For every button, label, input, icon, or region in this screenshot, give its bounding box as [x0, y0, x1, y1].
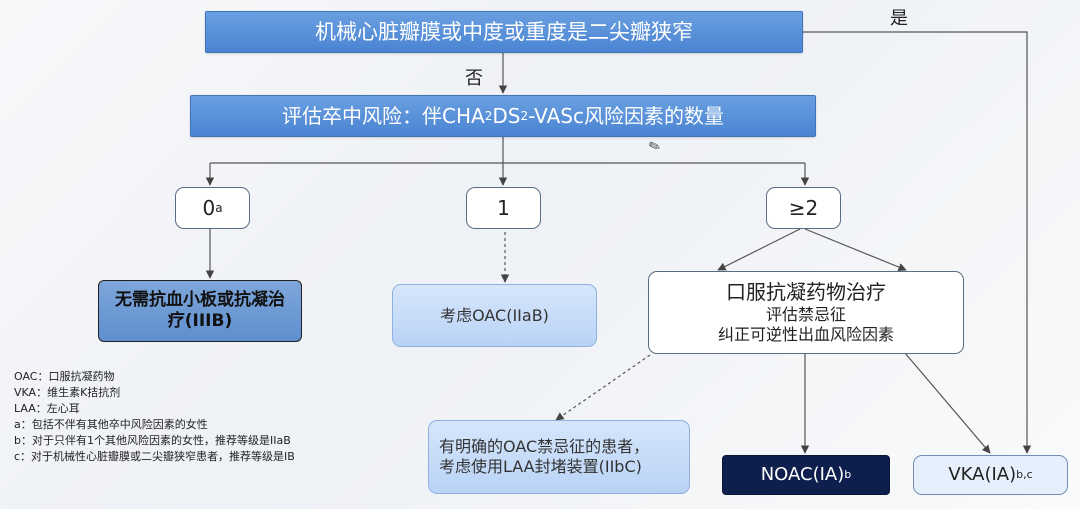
laa-line1: 有明确的OAC禁忌征的患者，	[439, 437, 650, 456]
note-oac: OAC：口服抗凝药物	[14, 370, 115, 383]
assess-sub2: 2	[520, 108, 529, 123]
note-laa: LAA：左心耳	[14, 402, 80, 415]
consider-oac-box: 考虑OAC(IIaB)	[392, 284, 597, 347]
no-therapy-box: 无需抗血小板或抗凝治疗(IIIB)	[98, 280, 302, 342]
assess-prefix: 评估卒中风险：伴CHA	[282, 103, 485, 128]
score-0-sup: a	[215, 200, 223, 215]
score-2-box: ≥2	[766, 187, 841, 229]
oral-anticoag-line1: 评估禁忌征	[765, 305, 846, 324]
oral-anticoag-title: 口服抗凝药物治疗	[726, 280, 886, 304]
vka-sup: b,c	[1016, 468, 1033, 482]
noac-text: NOAC(IA)	[760, 463, 845, 485]
arrow-yes-to-vka	[803, 31, 1032, 454]
note-vka: VKA：维生素K拮抗剂	[14, 386, 121, 399]
oral-anticoag-line2: 纠正可逆性出血风险因素	[717, 325, 894, 344]
vka-text: VKA(IA)	[948, 463, 1017, 485]
footnotes: OAC：口服抗凝药物 VKA：维生素K拮抗剂 LAA：左心耳 a：包括不伴有其他…	[14, 369, 295, 465]
assess-suffix: -VASc风险因素的数量	[528, 103, 724, 128]
note-b: b：对于只伴有1个其他风险因素的女性，推荐等级是IIaB	[14, 434, 291, 447]
oral-anticoagulation-box: 口服抗凝药物治疗 评估禁忌征 纠正可逆性出血风险因素	[648, 271, 964, 354]
arrow-to-vka	[904, 352, 991, 454]
note-a: a：包括不伴有其他卒中风险因素的女性	[14, 418, 208, 431]
score-1-box: 1	[466, 187, 541, 229]
laa-line2: 考虑使用LAA封堵装置(IIbC)	[439, 457, 642, 476]
note-c: c：对于机械性心脏瓣膜或二尖瓣狭窄患者，推荐等级是IB	[14, 450, 295, 463]
score-0-value: 0	[202, 195, 216, 220]
noac-box: NOAC(IA)b	[722, 455, 890, 495]
arrow-to-oral-right	[804, 228, 907, 272]
assess-sub1: 2	[484, 108, 493, 123]
laa-occlusion-box: 有明确的OAC禁忌征的患者， 考虑使用LAA封堵装置(IIbC)	[428, 420, 690, 494]
arrow-to-oral-left	[717, 228, 801, 271]
no-label: 否	[465, 68, 483, 89]
arrow-to-laa	[555, 354, 651, 421]
vka-box: VKA(IA)b,c	[913, 455, 1068, 495]
assess-mid: DS	[492, 103, 521, 128]
noac-sup: b	[844, 468, 852, 482]
yes-label: 是	[890, 8, 908, 29]
top-question-box: 机械心脏瓣膜或中度或重度是二尖瓣狭窄	[205, 11, 803, 53]
